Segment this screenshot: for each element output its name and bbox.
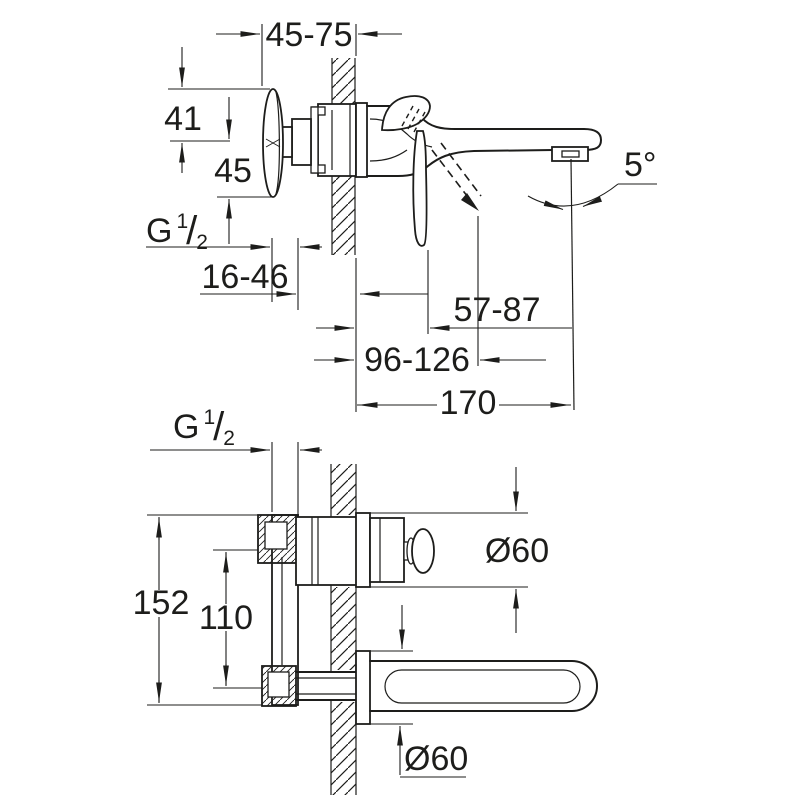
dim-handle-escutcheon-diameter-label: Ø60 — [485, 532, 549, 570]
dim-concealed-depth: 16-46 — [200, 258, 428, 297]
lower-supply-elbow — [261, 665, 357, 707]
lever-closed — [381, 95, 431, 247]
side-view-drawing: 5° 45-75 41 45 — [146, 16, 657, 422]
dim-concealed-depth-label: 16-46 — [202, 258, 289, 296]
dim-spout-escutcheon-diameter: Ø60 — [358, 605, 468, 778]
dim-overall-height-label: 152 — [133, 584, 190, 622]
stream-angle-annotation: 5° — [527, 146, 657, 211]
escutcheon-plan-upper — [355, 512, 371, 588]
escutcheon-plan-lower — [355, 650, 371, 725]
dim-handle-below-axis: 45 — [214, 97, 273, 244]
lever-open-dashed — [401, 105, 482, 211]
stream-line — [570, 158, 575, 411]
dim-lever-closed-reach-label: 57-87 — [454, 291, 541, 329]
upper-supply-fitting — [257, 514, 299, 564]
wall-section-side-view — [331, 58, 356, 255]
dim-spout-escutcheon-diameter-label: Ø60 — [404, 740, 468, 778]
dim-wall-depth: 45-75 — [216, 16, 402, 86]
mixer-body-side — [280, 103, 357, 177]
dim-connection-centers-label: 110 — [199, 599, 253, 637]
dim-spout-reach-label: 170 — [440, 384, 497, 422]
dim-spout-reach: 170 — [357, 384, 571, 422]
dim-handle-below-axis-label: 45 — [214, 152, 252, 190]
dim-overall-height: 152 — [132, 514, 262, 706]
dim-handle-escutcheon-diameter: Ø60 — [370, 467, 549, 633]
wall-section-plan-view — [330, 464, 357, 795]
open-lever-arrowhead — [461, 193, 479, 211]
escutcheon-side — [355, 102, 368, 178]
dim-lever-closed-reach: 57-87 — [316, 250, 572, 334]
spout-plan — [369, 660, 598, 712]
dim-connection-centers: 110 — [199, 549, 262, 689]
handle-disc — [262, 88, 284, 198]
dim-stream-angle-label: 5° — [624, 146, 657, 184]
dim-lever-open-reach: 96-126 — [314, 216, 546, 379]
dim-lever-open-reach-label: 96-126 — [364, 341, 470, 379]
valve-body-plan — [295, 516, 358, 586]
handle-knob — [369, 517, 435, 583]
dim-handle-above-axis-label: 41 — [164, 100, 202, 138]
dim-handle-above-axis: 41 — [164, 47, 270, 173]
dim-wall-depth-label: 45-75 — [266, 16, 353, 54]
